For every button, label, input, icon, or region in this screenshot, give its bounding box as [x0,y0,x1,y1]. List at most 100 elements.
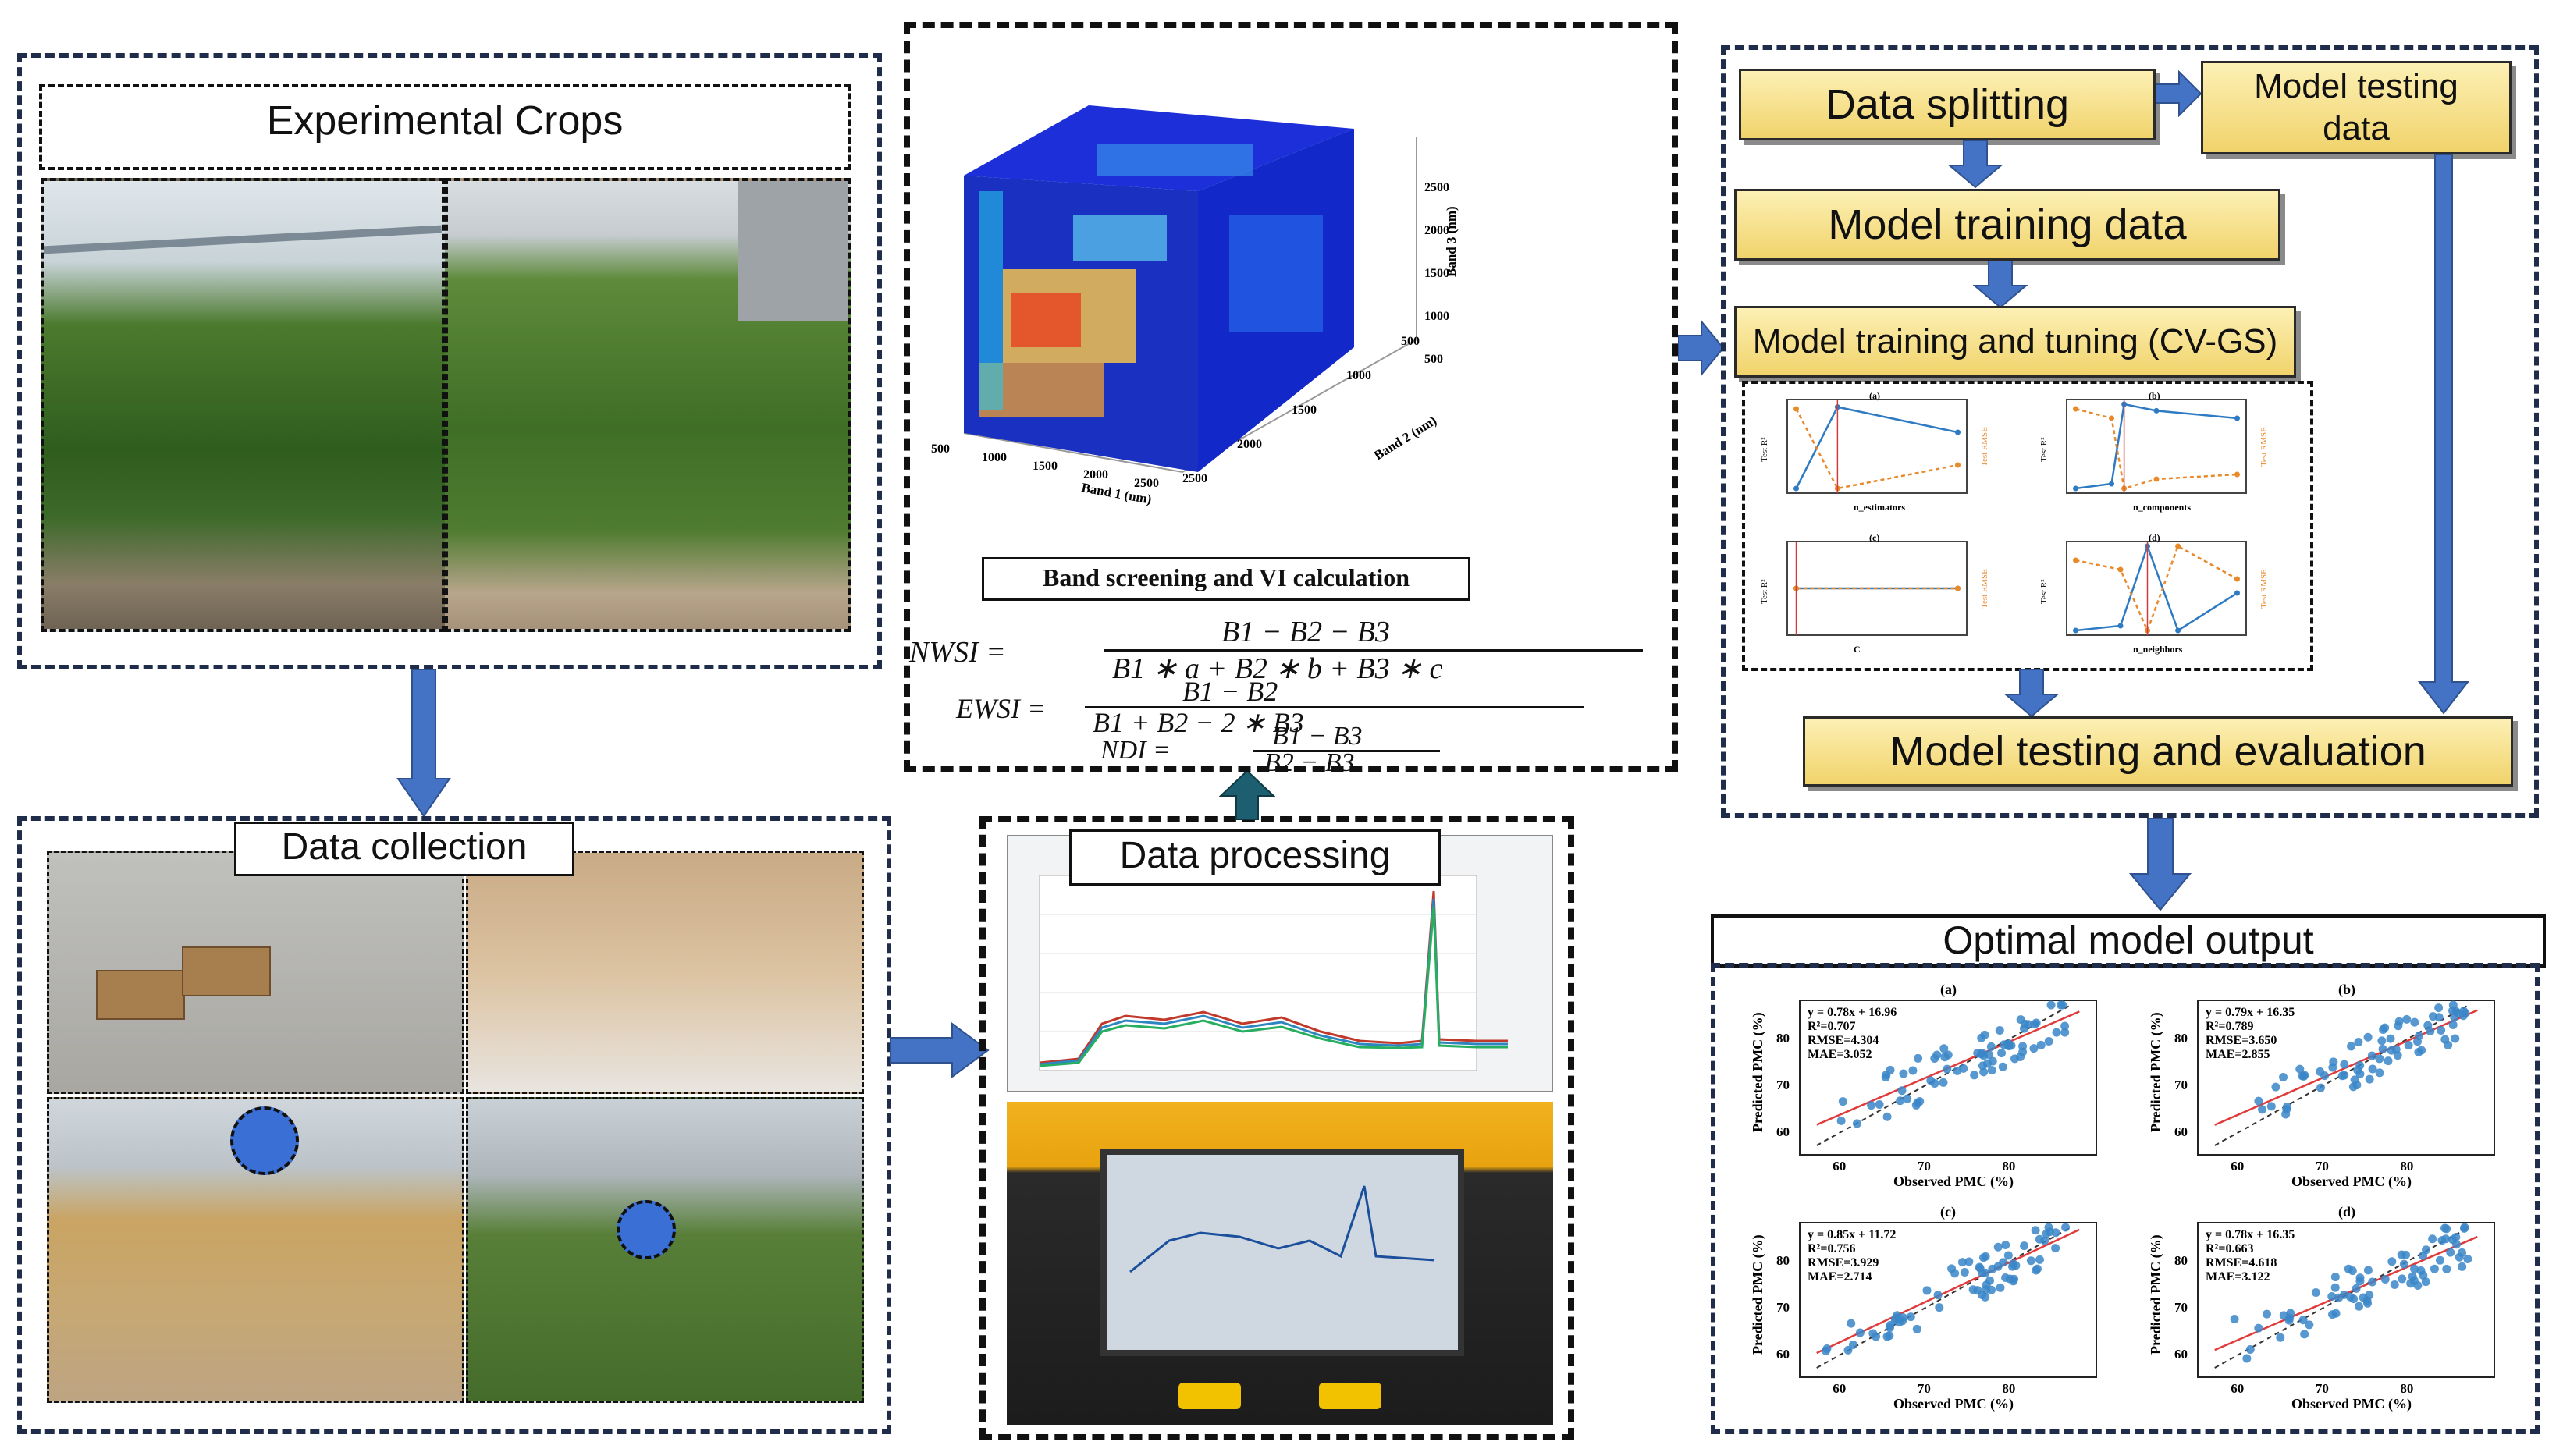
scatter-y-label: Predicted PMC (%) [2148,1234,2164,1355]
data-point [2024,1020,2033,1029]
band3-tick-label: 500 [1424,353,1443,366]
data-point [2421,1277,2430,1287]
paper-bags-photo [466,851,864,1094]
data-point [2460,1223,2469,1232]
data-point [2046,1000,2056,1010]
data-point [2393,1051,2402,1060]
data-point [2434,1003,2444,1013]
test-rmse-line-marker [2175,543,2181,549]
data-point [2031,1226,2040,1235]
test-rmse-line [1795,408,1958,490]
band3-axis-label: Band 3 (nm) [1444,206,1459,277]
data-point [2328,1063,2337,1072]
test-rmse-line-marker [2234,471,2240,478]
data-point [2001,1240,2010,1249]
data-point [1847,1319,1856,1328]
privacy-blur-1 [230,1106,299,1175]
data-point [1998,1062,2007,1071]
data-point [2442,1224,2451,1234]
data-point [1975,1262,1984,1272]
fit-statistics-line: RMSE=3.650 [2206,1034,2277,1047]
data-point [2057,1000,2066,1010]
data-point [2036,1040,2046,1049]
tuning-plot-area [1786,399,1968,494]
experimental-crops-panel [17,53,882,669]
data-point [2354,1037,2363,1046]
data-point [2355,1302,2364,1311]
model-training-data-label: Model training data [1828,201,2187,248]
data-point [2419,1270,2428,1280]
model-testing-data-label: Model testing data [2254,67,2458,147]
data-point [1983,1059,1993,1068]
data-point [2029,1044,2039,1053]
data-point [1960,1268,1969,1277]
tuning-y2-label: Test RMSE [1980,427,1989,467]
data-point [2409,1276,2419,1285]
data-point [1984,1049,1993,1059]
data-point [2397,1250,2406,1259]
data-point [2463,1255,2472,1264]
experimental-crops-title-frame [39,84,851,170]
x-tick-label: 80 [2002,1159,2015,1174]
data-point [1939,1044,1949,1053]
data-point [1882,1332,1892,1341]
data-point [2003,1251,2013,1260]
data-point [1939,1078,1948,1087]
data-point [2448,1020,2458,1029]
y-tick-label: 60 [1776,1347,1790,1362]
data-point [2230,1314,2239,1323]
data-point [2384,1056,2393,1066]
data-point [2350,1075,2359,1085]
data-point [2386,1034,2395,1043]
y-tick-label: 80 [1776,1253,1790,1268]
test-r2-line-marker [1793,485,1799,492]
data-point [2359,1293,2368,1302]
model-training-tuning-box: Model training and tuning (CV-GS) [1734,306,2296,378]
scatter-x-label: Observed PMC (%) [2291,1396,2412,1412]
data-point [1838,1097,1847,1106]
data-point [1836,1116,1846,1125]
data-point [1843,1345,1853,1355]
data-point [2375,1068,2384,1078]
fit-statistics-line: y = 0.78x + 16.35 [2206,1228,2295,1241]
data-point [2330,1283,2340,1292]
test-rmse-line-marker [2073,406,2078,412]
data-point [1950,1269,1960,1278]
data-point [2442,1264,2451,1273]
data-point [2262,1309,2271,1319]
arrow-screening-to-modeling [1678,320,1725,376]
scatter-x-label: Observed PMC (%) [1893,1174,2014,1190]
tuning-y-label: Test R² [1760,579,1769,604]
fit-statistics-line: R²=0.789 [2206,1020,2253,1033]
data-point [2458,1262,2467,1271]
fit-statistics-line: R²=0.756 [1808,1242,1855,1255]
tuning-panel-tag: (d) [2149,532,2160,543]
tuning-plot-area [2066,541,2247,636]
data-point [2016,1015,2025,1025]
data-point [1855,1328,1865,1337]
data-point [2444,1040,2453,1049]
arrow-evaluation-to-output [2129,818,2192,911]
data-point [2254,1096,2263,1106]
tuning-y-label: Test R² [2039,579,2049,604]
data-point [1914,1053,1923,1063]
band1-tick-label: 2500 [1134,477,1159,490]
data-point [2367,1051,2376,1060]
data-point [2035,1234,2044,1244]
spectra-plot [1039,875,1508,1071]
test-rmse-line-marker [1955,585,1961,591]
x-tick-label: 60 [1833,1159,1846,1174]
data-point [2375,1054,2384,1064]
data-point [2286,1309,2295,1318]
data-point [2009,1259,2018,1269]
privacy-blur-2 [617,1200,676,1259]
band1-tick-label: 500 [931,442,950,456]
fit-statistics-line: MAE=2.855 [2206,1048,2270,1061]
data-point [2051,1228,2060,1238]
ewsi-formula: EWSI = B1 − B2 B1 + B2 − 2 ∗ B3 [956,676,1596,738]
scatter-panel-tag: (a) [1940,982,1957,998]
data-point [2276,1333,2285,1342]
data-point [2428,1234,2437,1244]
tuning-x-label: n_neighbors [2133,644,2183,655]
data-point [2398,1274,2407,1284]
